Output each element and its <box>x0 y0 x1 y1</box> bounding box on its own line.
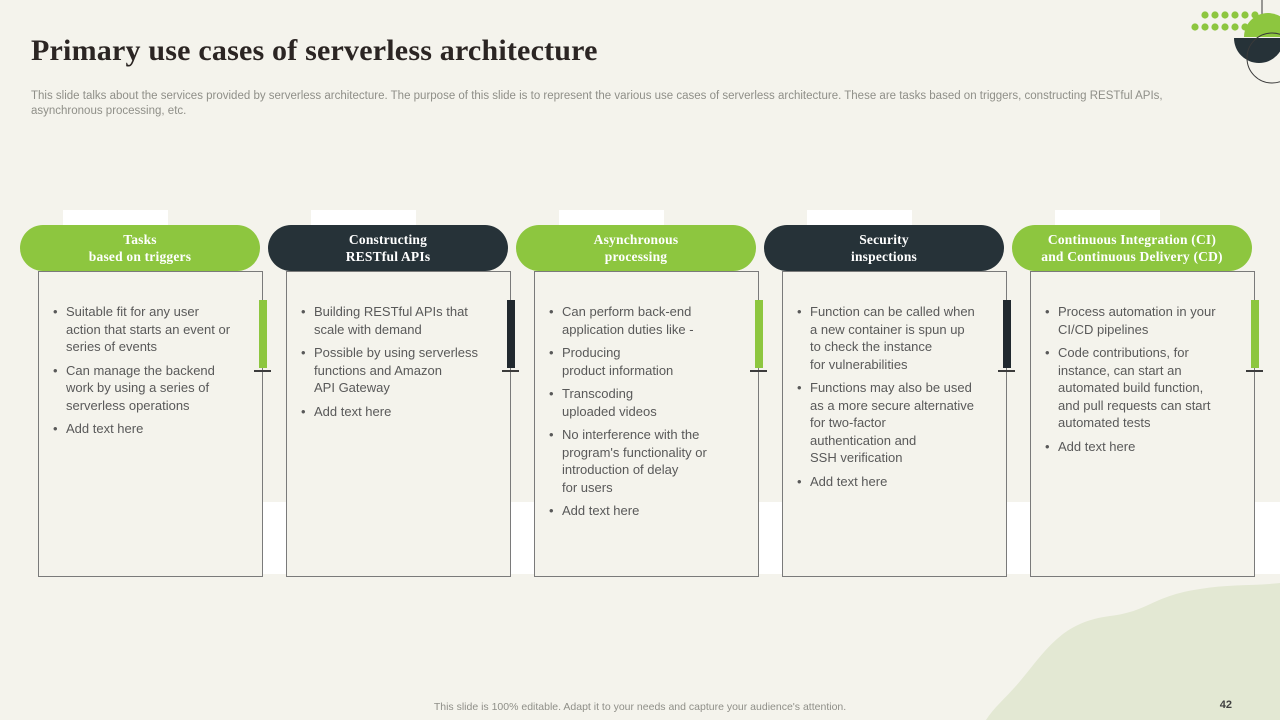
bullet-marker: • <box>301 403 306 419</box>
use-case-column: • Building RESTful APIs that scale with d… <box>268 210 564 585</box>
bullet-marker: • <box>1045 345 1050 360</box>
bullet-text: Building RESTful APIs that scale with de… <box>314 304 468 337</box>
accent-dash <box>254 370 271 372</box>
bullet-text: Functions may also be used as a more sec… <box>810 380 975 465</box>
use-case-header-label: Asynchronous processing <box>593 232 679 264</box>
bullet-item: • Add text here <box>1045 438 1244 456</box>
use-case-body-box: • Suitable fit for any user action that s… <box>38 271 263 577</box>
bullet-marker: • <box>797 473 802 489</box>
bullet-item: • Possible by using serverless functions … <box>301 344 500 397</box>
bullet-marker: • <box>53 421 58 436</box>
use-case-column: • Can perform back-end application duties… <box>516 210 812 585</box>
bullet-item: • Can perform back-end application duties… <box>549 303 748 338</box>
bullet-text: Add text here <box>810 473 888 489</box>
use-case-body-box: • Process automation in your CI/CD pipeli… <box>1030 271 1255 577</box>
use-case-column: • Process automation in your CI/CD pipeli… <box>1012 210 1280 585</box>
bullet-text: Transcoding uploaded videos <box>562 386 657 419</box>
use-case-header-pill: Continuous Integration (CI) and Continuo… <box>1012 225 1252 271</box>
accent-dash <box>750 370 767 372</box>
bullet-item: • Add text here <box>549 502 748 520</box>
bullet-marker: • <box>797 380 802 395</box>
bullet-marker: • <box>53 304 58 319</box>
bullet-item: • Can manage the backend work by using a … <box>53 362 252 415</box>
bullet-item: • Functions may also be used as a more se… <box>797 379 996 467</box>
accent-dash <box>1246 370 1263 372</box>
bullet-text: Code contributions, for instance, can st… <box>1058 345 1211 430</box>
use-case-column: • Function can be called when a new conta… <box>764 210 1060 585</box>
bullet-item: • Add text here <box>797 473 996 491</box>
bullet-text: Producing product information <box>562 345 674 378</box>
use-case-header-pill: Security inspections <box>764 225 1004 271</box>
use-case-body-box: • Can perform back-end application duties… <box>534 271 759 577</box>
page-number: 42 <box>1219 699 1232 711</box>
use-case-header-label: Tasks based on triggers <box>88 232 192 264</box>
use-case-columns: • Suitable fit for any user action that s… <box>20 210 1280 585</box>
bullet-marker: • <box>549 503 554 518</box>
accent-bar <box>1003 300 1011 368</box>
bullet-list: • Building RESTful APIs that scale with d… <box>287 272 510 420</box>
bullet-item: • Add text here <box>301 403 500 421</box>
bullet-item: • Building RESTful APIs that scale with d… <box>301 303 500 338</box>
bullet-item: • Transcoding uploaded videos <box>549 385 748 420</box>
bullet-marker: • <box>301 345 306 360</box>
accent-bar <box>755 300 763 368</box>
bullet-marker: • <box>549 345 554 360</box>
use-case-header-label: Continuous Integration (CI) and Continuo… <box>1041 232 1223 264</box>
footer-note: This slide is 100% editable. Adapt it to… <box>433 701 847 713</box>
bullet-text: Add text here <box>1058 438 1136 454</box>
use-case-body-box: • Building RESTful APIs that scale with d… <box>286 271 511 577</box>
use-case-header-label: Constructing RESTful APIs <box>345 232 431 264</box>
use-case-header-pill: Constructing RESTful APIs <box>268 225 508 271</box>
bullet-marker: • <box>301 304 306 319</box>
bullet-item: • Suitable fit for any user action that s… <box>53 303 252 356</box>
accent-bar <box>259 300 267 368</box>
bullet-marker: • <box>1045 304 1050 319</box>
bullet-item: • No interference with the program's func… <box>549 426 748 496</box>
use-case-header-pill: Asynchronous processing <box>516 225 756 271</box>
use-case-column: • Suitable fit for any user action that s… <box>20 210 316 585</box>
bullet-marker: • <box>549 386 554 401</box>
corner-decoration <box>1191 0 1280 84</box>
bullet-item: • Add text here <box>53 420 252 438</box>
half-circles-icon <box>1234 0 1280 84</box>
use-case-header-label: Security inspections <box>851 232 917 264</box>
bullet-list: • Function can be called when a new conta… <box>783 272 1006 490</box>
accent-dash <box>998 370 1015 372</box>
bullet-text: Process automation in your CI/CD pipelin… <box>1058 304 1216 337</box>
bullet-item: • Process automation in your CI/CD pipeli… <box>1045 303 1244 338</box>
bullet-item: • Code contributions, for instance, can s… <box>1045 344 1244 432</box>
bullet-marker: • <box>1045 438 1050 454</box>
bullet-text: Function can be called when a new contai… <box>810 304 975 372</box>
accent-bar <box>1251 300 1259 368</box>
bullet-text: Possible by using serverless functions a… <box>314 345 479 395</box>
slide-description: This slide talks about the services prov… <box>31 90 1163 117</box>
bullet-marker: • <box>549 427 554 442</box>
bullet-marker: • <box>797 304 802 319</box>
bullet-list: • Can perform back-end application duties… <box>535 272 758 520</box>
use-case-header-pill: Tasks based on triggers <box>20 225 260 271</box>
page-title: Primary use cases of serverless architec… <box>31 34 598 67</box>
use-case-body-box: • Function can be called when a new conta… <box>782 271 1007 577</box>
bullet-item: • Producing product information <box>549 344 748 379</box>
bullet-text: Add text here <box>66 421 144 436</box>
bullet-item: • Function can be called when a new conta… <box>797 303 996 373</box>
bullet-text: Can manage the backend work by using a s… <box>66 362 215 413</box>
bullet-text: Can perform back-end application duties … <box>562 304 694 337</box>
bullet-text: Add text here <box>314 403 392 419</box>
bullet-list: • Suitable fit for any user action that s… <box>39 272 262 438</box>
bullet-list: • Process automation in your CI/CD pipeli… <box>1031 272 1254 455</box>
bullet-text: No interference with the program's funct… <box>562 427 707 495</box>
bullet-text: Suitable fit for any user action that st… <box>66 304 231 354</box>
bullet-marker: • <box>53 362 58 378</box>
bullet-marker: • <box>549 304 554 319</box>
accent-dash <box>502 370 519 372</box>
bullet-text: Add text here <box>562 503 640 518</box>
accent-bar <box>507 300 515 368</box>
